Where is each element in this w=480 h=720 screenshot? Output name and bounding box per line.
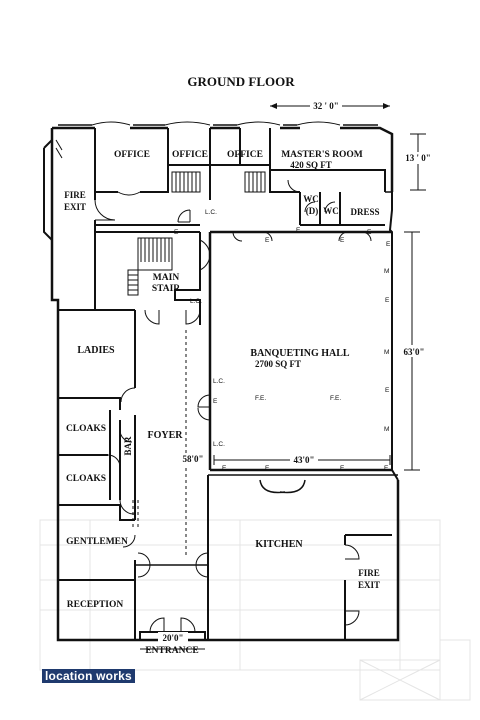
room-masters-room: MASTER'S ROOM — [281, 150, 363, 160]
marker-m-1: M — [384, 268, 389, 275]
room-entrance: ENTRANCE — [145, 646, 198, 656]
room-gentlemen: GENTLEMEN — [66, 537, 128, 547]
room-office-2: OFFICE — [172, 150, 208, 160]
room-fire-exit-right-1: FIRE — [358, 568, 380, 578]
dashed-guides — [132, 330, 187, 555]
marker-e-12: E — [340, 465, 345, 472]
marker-e-4: E — [340, 237, 345, 244]
room-banqueting-hall: BANQUETING HALL — [250, 348, 350, 359]
room-bar: BAR — [123, 436, 133, 456]
marker-lc-4: L.C. — [213, 441, 225, 448]
room-reception: RECEPTION — [67, 600, 124, 610]
background-facade — [39, 519, 471, 701]
room-cloaks-2: CLOAKS — [66, 474, 106, 484]
room-wc-d-sub: (D) — [306, 206, 319, 216]
room-cloaks-1: CLOAKS — [66, 424, 106, 434]
marker-fe-2: F.E. — [330, 395, 341, 402]
dim-masters-height: 13 ' 0" — [405, 153, 431, 163]
doors — [94, 179, 372, 633]
marker-e-8: E — [385, 387, 390, 394]
marker-e-2: E — [265, 237, 270, 244]
marker-e-5: E — [367, 229, 372, 236]
marker-m-2: M — [384, 349, 389, 356]
room-fire-exit-left-2: EXIT — [64, 202, 86, 212]
marker-e-7: E — [385, 297, 390, 304]
room-wc-d-label: WC — [303, 194, 319, 204]
room-main-stair-1: MAIN — [153, 273, 180, 283]
room-kitchen: KITCHEN — [255, 539, 303, 550]
room-wc: WC — [323, 206, 339, 216]
brand-logo: location works — [42, 669, 135, 683]
room-main-stair-2: STAIR — [152, 284, 180, 294]
marker-lc-1: L.C. — [205, 209, 217, 216]
room-masters-room-area: 420 SQ FT — [290, 160, 332, 170]
room-labels: OFFICE OFFICE OFFICE MASTER'S ROOM 420 S… — [64, 150, 380, 656]
marker-e-10: E — [222, 465, 227, 472]
room-banqueting-hall-area: 2700 SQ FT — [255, 359, 301, 369]
room-fire-exit-right-2: EXIT — [358, 580, 380, 590]
plan-title: GROUND FLOOR — [187, 74, 295, 89]
room-office-1: OFFICE — [114, 150, 150, 160]
dimension-labels: 32 ' 0" 13 ' 0" 63'0" 43'0" 58'0" 20'0" — [158, 100, 434, 643]
dim-hall-width: 43'0" — [294, 455, 315, 465]
interior-walls — [57, 128, 398, 640]
dim-hall-height: 63'0" — [404, 347, 425, 357]
marker-e-6: E — [386, 241, 391, 248]
dimension-lines — [140, 103, 426, 650]
dim-foyer-length: 58'0" — [183, 454, 204, 464]
dim-entrance-width: 20'0" — [163, 633, 184, 643]
marker-e-3: E — [296, 227, 301, 234]
room-ladies: LADIES — [77, 345, 115, 356]
room-foyer: FOYER — [148, 430, 184, 441]
room-fire-exit-left-1: FIRE — [64, 190, 86, 200]
marker-e-13: E — [384, 465, 389, 472]
dim-top-width: 32 ' 0" — [313, 101, 339, 111]
marker-e-11: E — [265, 465, 270, 472]
marker-lc-2: L.C. — [190, 298, 202, 305]
marker-e-9: E — [213, 398, 218, 405]
room-office-3: OFFICE — [227, 150, 263, 160]
markers: L.C. L.C. L.C. L.C. F.E. F.E. E E E E E … — [174, 209, 391, 472]
marker-m-3: M — [384, 426, 389, 433]
marker-lc-3: L.C. — [213, 378, 225, 385]
marker-e-1: E — [174, 229, 179, 236]
marker-fe-1: F.E. — [255, 395, 266, 402]
room-dress: DRESS — [350, 207, 379, 217]
